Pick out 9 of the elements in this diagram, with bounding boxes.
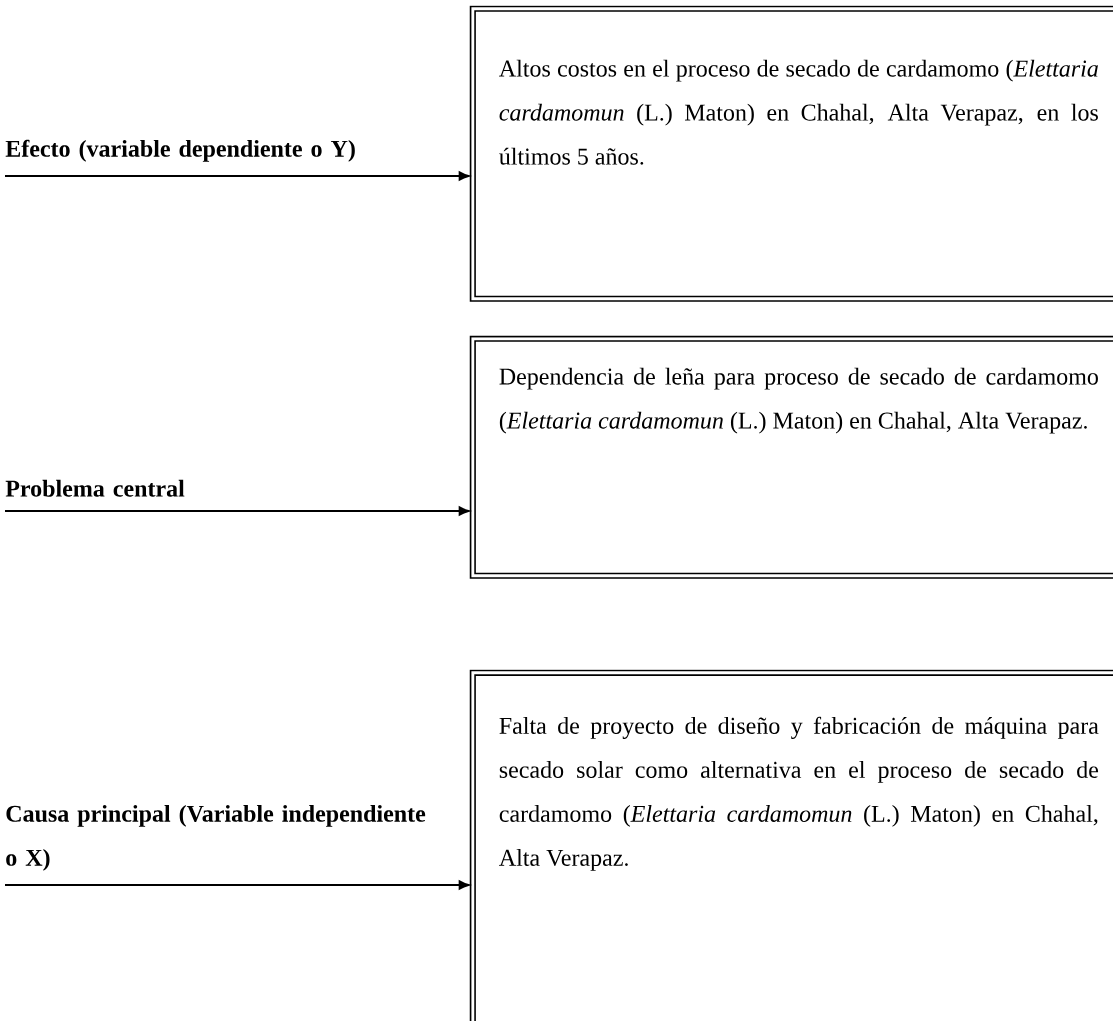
label-text: Efecto (variable dependiente o Y) — [5, 139, 355, 162]
text-box: Dependencia de leña para proceso de secado de cardamomo (Elettaria cardamomun (L.) Maton) en Chahal, Alta Verapaz. — [469, 335, 1113, 579]
arrow — [4, 506, 470, 516]
text-box: Altos costos en el proceso de secado de cardamomo (Elettaria cardamomun (L.) Maton) en Chahal, Alta Verapaz, en los últimos 5 años. — [469, 5, 1113, 302]
label-text: Causa principal (Variable independiente o X) — [6, 804, 426, 871]
arrow — [4, 880, 470, 890]
label-text: Problema central — [5, 479, 185, 497]
arrow — [4, 171, 470, 181]
text-box: Falta de proyecto de diseño y fabricación de máquina para secado solar como alternativa en el proceso de secado de cardamomo (Elettaria cardamomun (L.) Maton) en Chahal, Alta Verapaz. — [469, 669, 1113, 1021]
